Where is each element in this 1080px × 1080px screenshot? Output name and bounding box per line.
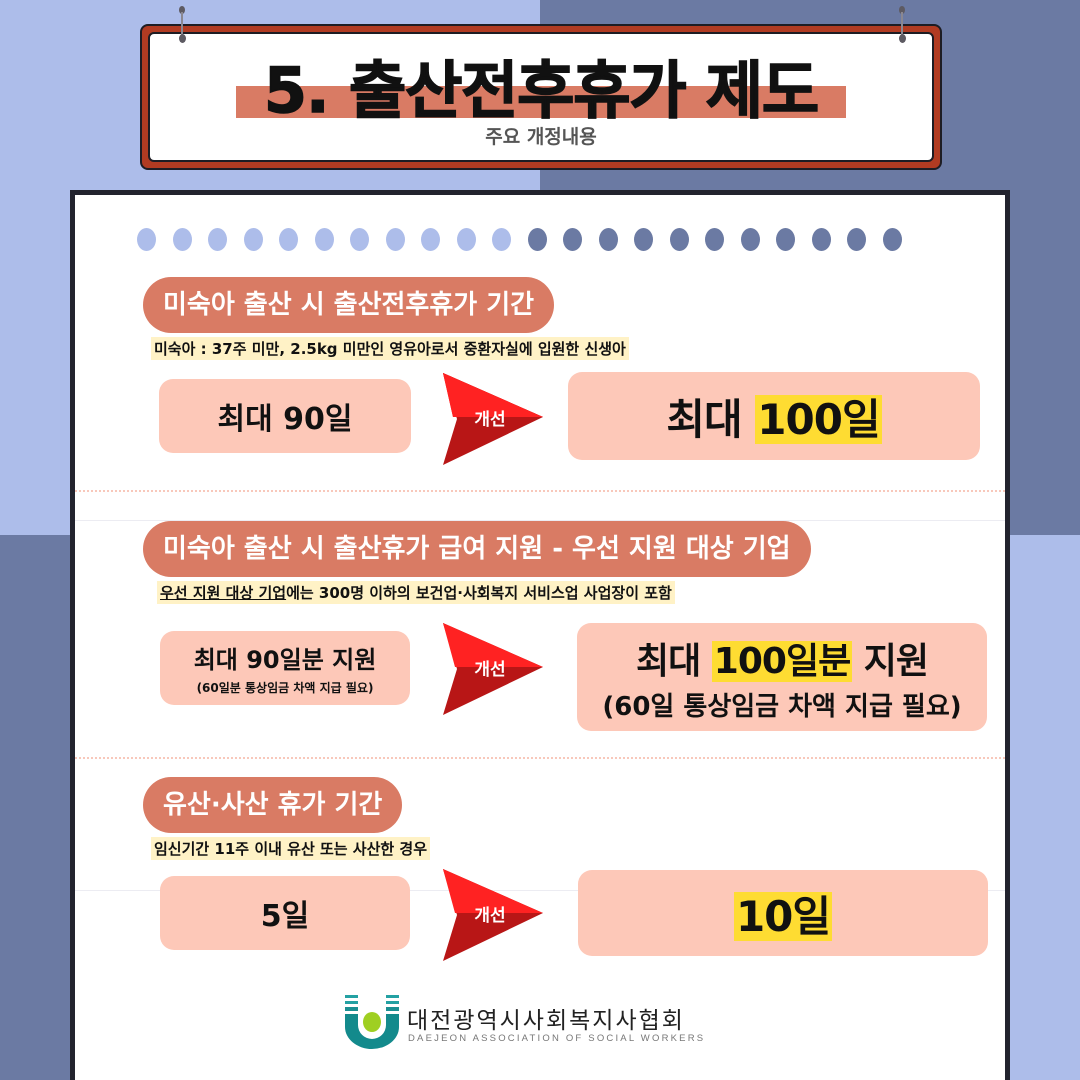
dot-icon [847,228,866,251]
dot-icon [776,228,795,251]
section-divider [75,757,1005,759]
dot-icon [350,228,369,251]
progress-dots [137,228,902,251]
page-subtitle: 주요 개정내용 [485,126,597,148]
dot-icon [243,228,263,251]
arrow-label: 개선 [474,660,506,680]
organization-name-korean: 대전광역시사회복지사협회 [407,1008,685,1034]
dot-icon [137,228,156,251]
dot-icon [563,228,582,251]
dot-icon [740,228,760,251]
dot-icon [421,228,440,251]
dot-icon [634,228,653,251]
dot-icon [598,228,618,251]
before-value: 최대 90일 [217,402,353,437]
before-value: 최대 90일분 지원 [193,646,377,674]
section-note: 미숙아 : 37주 미만, 2.5kg 미만인 영유아로서 중환자실에 입원한 … [151,337,629,360]
section-heading-miscarriage-leave: 유산·사산 휴가 기간 [143,777,403,833]
improvement-arrow-icon: 개선 [443,623,543,715]
before-value-box: 5일 [160,876,410,950]
after-value: 최대 100일 [666,394,882,444]
page-title: 5. 출산전후휴가 제도 [263,53,820,128]
before-value-box: 최대 90일 [159,379,411,453]
dot-icon [314,228,334,251]
after-value-highlight: 10일 [733,891,833,941]
after-value-highlight: 100일분 [711,640,853,682]
after-value-note: (60일 통상임금 차액 지급 필요) [602,691,962,722]
improvement-arrow-icon: 개선 [443,373,543,465]
arrow-label: 개선 [474,410,506,430]
dot-icon [811,228,831,251]
section-divider [75,490,1005,492]
hanging-pin-icon [897,6,907,44]
after-value-box: 최대 100일 [568,372,980,460]
hanging-pin-icon [177,6,187,44]
dot-icon [705,228,724,251]
dot-icon [669,228,689,251]
dot-icon [279,228,298,251]
before-value-note: (60일분 통상임금 차액 지급 필요) [196,681,374,695]
after-value: 10일 [733,883,833,944]
section-note: 임신기간 11주 이내 유산 또는 사산한 경우 [151,837,431,860]
after-value: 최대 100일분 지원 [636,640,929,682]
after-value-box: 10일 [578,870,988,956]
section-note: 우선 지원 대상 기업에는 300명 이하의 보건업·사회복지 서비스업 사업장… [157,581,675,604]
dot-icon [527,228,547,251]
improvement-arrow-icon: 개선 [443,869,543,961]
dot-icon [492,228,511,251]
after-value-box: 최대 100일분 지원 (60일 통상임금 차액 지급 필요) [577,623,987,731]
after-value-highlight: 100일 [755,394,882,444]
association-logo-icon [345,995,399,1049]
dot-icon [456,228,476,251]
before-value-box: 최대 90일분 지원 (60일분 통상임금 차액 지급 필요) [160,631,410,705]
content-card: 미숙아 출산 시 출산전후휴가 기간 미숙아 : 37주 미만, 2.5kg 미… [70,190,1010,1080]
section-divider-line [75,890,1005,891]
organization-logo: 대전광역시사회복지사협회 DAEJEON ASSOCIATION OF SOCI… [345,995,765,1055]
title-highlight-bar [236,86,846,118]
before-value: 5일 [260,899,310,934]
section-divider-line [75,520,1005,521]
dot-icon [882,228,902,251]
section-heading-premature-leave-period: 미숙아 출산 시 출산전후휴가 기간 [143,277,555,333]
dot-icon [385,228,405,251]
dot-icon [208,228,227,251]
dot-icon [172,228,192,251]
organization-name-english: DAEJEON ASSOCIATION OF SOCIAL WORKERS [408,1033,706,1044]
section-heading-premature-benefit: 미숙아 출산 시 출산휴가 급여 지원 - 우선 지원 대상 기업 [143,521,811,577]
arrow-label: 개선 [474,906,506,926]
